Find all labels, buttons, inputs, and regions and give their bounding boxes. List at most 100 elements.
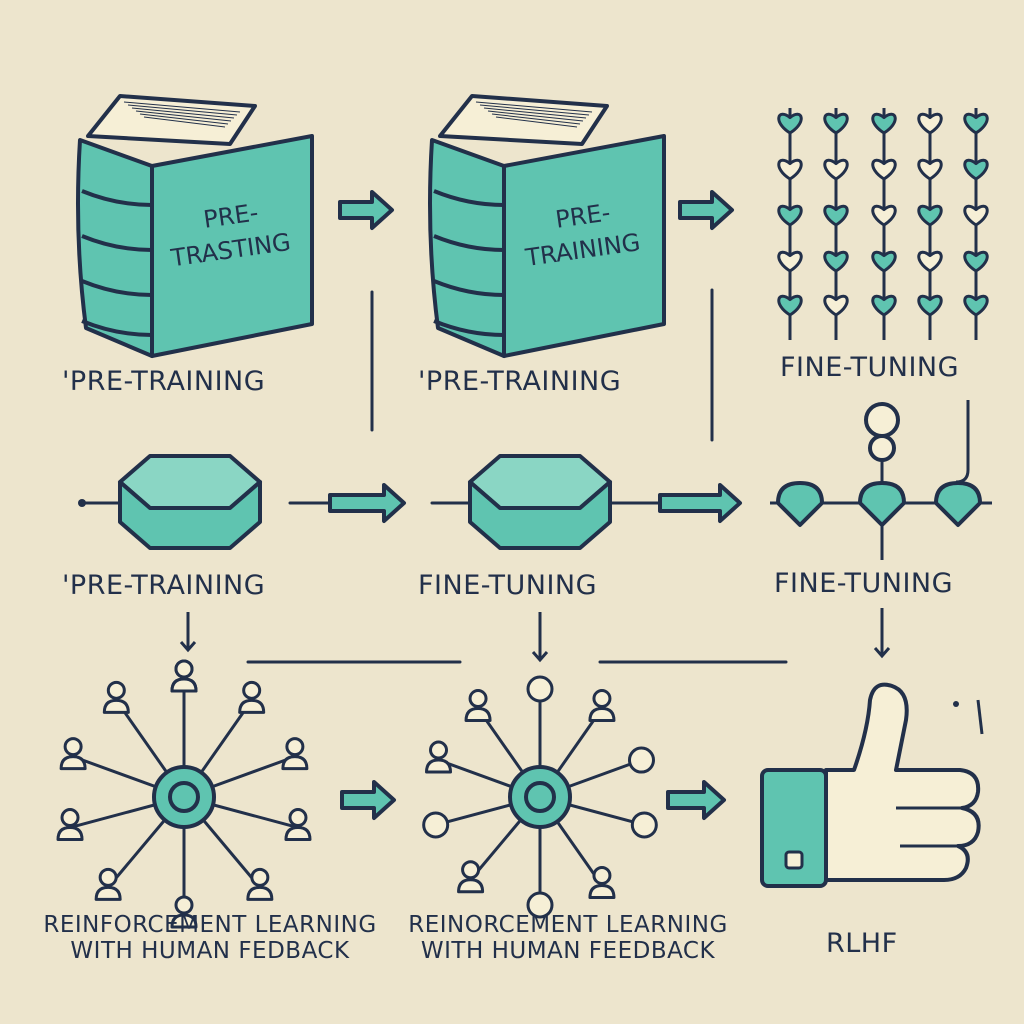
node-network-icon [770,400,992,560]
person-head [106,680,126,700]
network-label: FINE-TUNING [774,568,954,599]
person-head [250,867,270,887]
book-cover [502,134,666,358]
arrow-right-icon [328,483,406,523]
arrow-right-icon [338,190,394,230]
person-head [288,808,308,828]
network-node-top [868,434,896,462]
book-spine-band [433,234,505,252]
down-arrow-right [873,608,891,659]
hub-mid-label-line-1: REINORCEMENT LEARNING [408,912,728,938]
hub-left-label-line-2: WITH HUMAN FEDBACK [70,938,350,964]
hub-node [630,811,658,839]
person-body [170,677,198,693]
arrow-right-icon [678,190,734,230]
heart-icon [963,250,989,273]
book-spine-band [81,319,153,337]
book-page-line [495,116,578,128]
hearts-label: FINE-TUNING [780,352,960,383]
heart-icon [917,204,943,227]
heart-icon [871,250,897,273]
sparkle-line [976,699,984,735]
network-node-top [864,402,900,438]
block-mid-label: FINE-TUNING [418,570,598,601]
person-head [468,689,488,709]
down-arrow-head [531,651,549,663]
thumb-label: RLHF [826,928,898,959]
heart-icon [823,158,849,181]
heart-icon [823,294,849,317]
person-head [60,808,80,828]
heart-icon [963,158,989,181]
block-left-label: 'PRE-TRAINING [62,570,266,601]
hub-center-ring [524,781,556,813]
heart-icon [823,112,849,135]
heart-icon [917,158,943,181]
thumb-button [784,850,804,870]
network-node [858,481,906,527]
heart-icon [917,112,943,135]
book-spine-band [81,234,153,252]
book-spine-band [81,279,153,297]
heart-icon [871,158,897,181]
heart-icon [871,204,897,227]
heart-icon [777,250,803,273]
book-left-icon: PRE-TRASTING [76,94,314,358]
person-head [592,689,612,709]
person-head [461,860,481,880]
down-arrow-head [873,647,891,659]
heart-icon [963,112,989,135]
person-body [94,885,122,901]
book-page-line [127,104,238,116]
hub-left-label-line-1: REINFORCEMENT LEARNING [43,912,377,938]
book-page-line [479,104,590,116]
book-spine-band [433,279,505,297]
person-head [174,895,194,915]
hub-mid-label-line-2: WITH HUMAN FEEDBACK [420,938,716,964]
arrow-right-icon [666,780,726,820]
person-head [98,867,118,887]
block-left-icon [118,454,262,550]
person-body [588,883,616,899]
book-page-line [487,110,584,122]
block-side [468,480,612,550]
book-spine-band [81,189,153,207]
person-body [588,707,616,723]
arrow-right-icon [340,780,396,820]
down-arrow-left [179,612,197,653]
heart-icon [963,294,989,317]
arrow-row1-1 [338,190,394,230]
book-page-line [143,116,226,128]
heart-icon [963,204,989,227]
person-body [102,698,130,714]
people-hub-mid-icon [422,675,658,919]
thumb-cuff [760,768,828,888]
heart-icon [777,294,803,317]
person-body [284,826,312,842]
person-body [457,878,485,894]
heart-icon [871,294,897,317]
book-page-line [135,110,232,122]
heart-icon [917,294,943,317]
book-mid-icon: PRE-TRAINING [428,94,666,358]
person-head [242,680,262,700]
down-arrow-mid [531,612,549,663]
book-left-label: 'PRE-TRAINING [62,366,266,397]
hub-center-ring [168,781,200,813]
person-head [63,737,83,757]
book-spine-band [433,319,505,337]
person-head [429,740,449,760]
arrow-row3-1 [340,780,396,820]
network-line [955,400,970,484]
arrow-row2-2 [658,483,742,523]
person-body [238,698,266,714]
person-body [170,913,198,929]
hub-node [627,746,655,774]
heart-icon [777,112,803,135]
heart-chain-icon [777,108,989,340]
arrow-row2-1 [328,483,406,523]
person-body [425,758,453,774]
arrow-right-icon [658,483,742,523]
person-body [464,707,492,723]
heart-icon [871,112,897,135]
